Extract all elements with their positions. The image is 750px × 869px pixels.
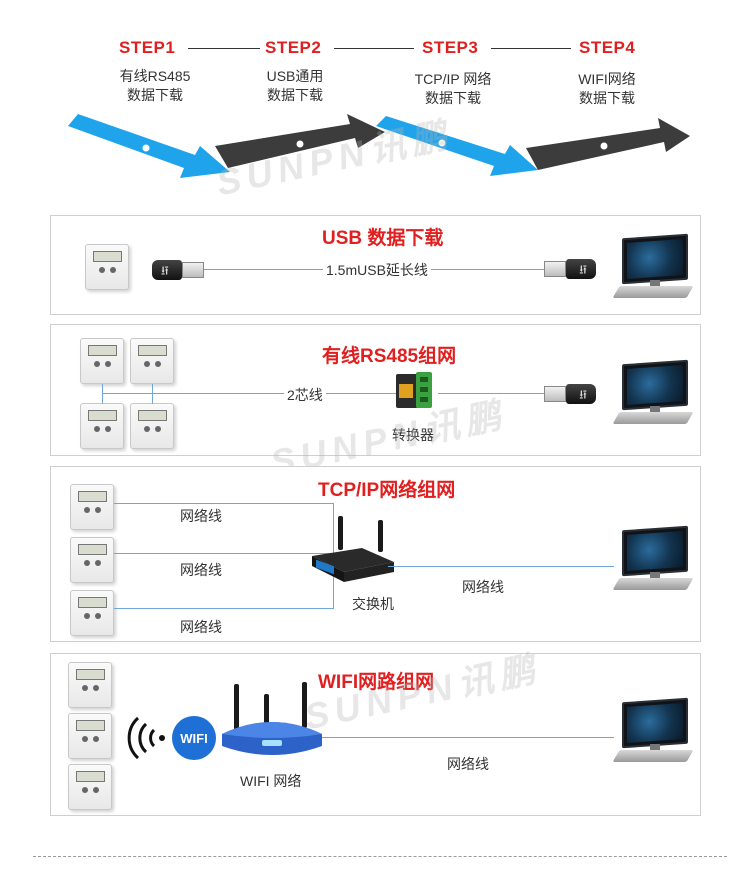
temperature-recorder-icon bbox=[80, 338, 124, 384]
usb-plug-icon: ⭿ bbox=[544, 382, 600, 406]
switch-label: 交换机 bbox=[352, 596, 394, 612]
usb-plug-icon: ⭿ bbox=[544, 257, 600, 281]
temperature-recorder-icon bbox=[70, 590, 114, 636]
network-cable bbox=[114, 553, 334, 554]
converter-usb-cable bbox=[438, 393, 546, 394]
monitor-icon bbox=[612, 359, 694, 434]
rs485-wire bbox=[102, 393, 398, 394]
temperature-recorder-icon bbox=[68, 713, 112, 759]
bottom-divider bbox=[33, 856, 727, 857]
network-cable bbox=[114, 608, 334, 609]
step3-description: TCP/IP 网络 数据下载 bbox=[414, 71, 492, 106]
temperature-recorder-icon bbox=[68, 662, 112, 708]
temperature-recorder-icon bbox=[130, 403, 174, 449]
temperature-recorder-icon bbox=[80, 403, 124, 449]
step1-arrow bbox=[68, 114, 230, 178]
uplink-cable-label: 网络线 bbox=[447, 756, 489, 772]
step4-arrow bbox=[526, 118, 690, 170]
router-icon bbox=[222, 682, 322, 755]
usb-plug-icon: ⭿ bbox=[148, 258, 204, 282]
temperature-recorder-icon bbox=[70, 537, 114, 583]
step4-description: WIFI网络 数据下载 bbox=[578, 71, 636, 106]
step-arrows bbox=[68, 114, 690, 178]
panel-usb-title: USB 数据下载 bbox=[322, 228, 444, 249]
panel-tcpip-title: TCP/IP网络组网 bbox=[318, 480, 456, 501]
monitor-icon bbox=[612, 697, 694, 772]
step1-title: STEP1 bbox=[119, 38, 176, 57]
step-connector-line bbox=[188, 48, 260, 49]
monitor-icon bbox=[612, 233, 694, 308]
temperature-recorder-icon bbox=[70, 484, 114, 530]
step-connector-line bbox=[491, 48, 571, 49]
panel-wifi-network bbox=[50, 653, 701, 816]
network-cable-label: 网络线 bbox=[180, 508, 222, 524]
network-cable bbox=[114, 503, 334, 504]
router-icon bbox=[312, 516, 394, 582]
panel-wifi-title: WIFI网路组网 bbox=[318, 672, 435, 693]
rs485-wire bbox=[102, 384, 103, 404]
panel-rs485-title: 有线RS485组网 bbox=[322, 346, 457, 367]
uplink-cable bbox=[322, 737, 614, 738]
monitor-icon bbox=[612, 525, 694, 600]
step3-title: STEP3 bbox=[422, 38, 479, 57]
step-connector-line bbox=[334, 48, 414, 49]
wifi-signal-icon bbox=[127, 716, 165, 760]
step1-description: 有线RS485 数据下载 bbox=[119, 68, 191, 103]
network-cable-label: 网络线 bbox=[180, 562, 222, 578]
uplink-cable-label: 网络线 bbox=[462, 579, 504, 595]
network-cable-label: 网络线 bbox=[180, 619, 222, 635]
temperature-recorder-icon bbox=[68, 764, 112, 810]
uplink-cable bbox=[388, 566, 614, 567]
rs485-wire-label: 2芯线 bbox=[284, 385, 326, 405]
temperature-recorder-icon bbox=[130, 338, 174, 384]
rs485-wire bbox=[152, 384, 153, 404]
wifi-badge: WIFI bbox=[172, 716, 216, 760]
step3-arrow bbox=[376, 116, 538, 176]
converter-icon bbox=[396, 372, 432, 408]
converter-label: 转换器 bbox=[392, 427, 434, 443]
wifi-router-label: WIFI 网络 bbox=[240, 773, 302, 789]
step2-description: USB通用 数据下载 bbox=[266, 68, 324, 103]
usb-cable-label: 1.5mUSB延长线 bbox=[323, 260, 431, 280]
temperature-recorder-icon bbox=[85, 244, 129, 290]
step2-title: STEP2 bbox=[265, 38, 322, 57]
step4-title: STEP4 bbox=[579, 38, 636, 57]
